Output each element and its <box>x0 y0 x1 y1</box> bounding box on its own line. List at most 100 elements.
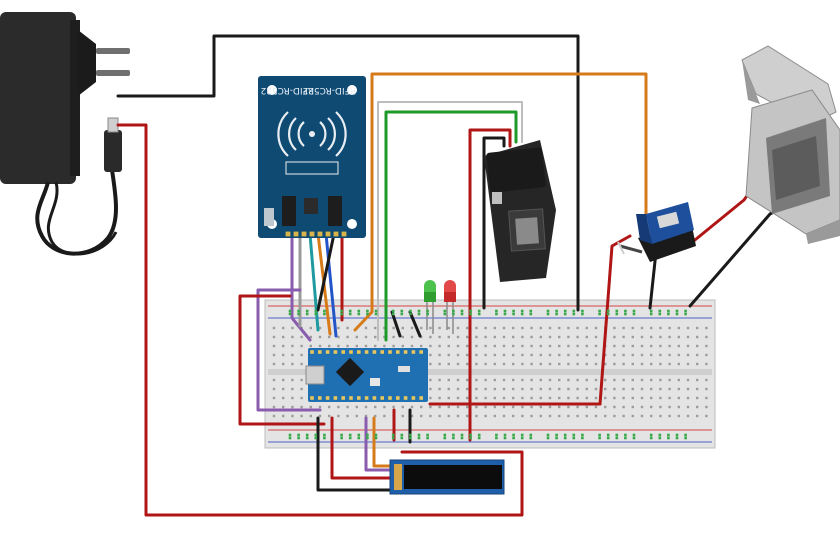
breadboard-hole <box>530 378 533 382</box>
breadboard-hole <box>475 326 478 330</box>
wire-black-led <box>390 310 402 338</box>
breadboard-rail-hole <box>409 309 412 313</box>
breadboard-hole <box>548 353 552 357</box>
breadboard-hole <box>539 414 542 418</box>
breadboard-rail-hole <box>649 433 653 437</box>
breadboard-rail-hole <box>409 436 412 440</box>
breadboard-hole <box>650 387 653 391</box>
breadboard-hole <box>502 378 506 382</box>
breadboard-hole <box>475 353 478 357</box>
breadboard-hole <box>429 378 432 382</box>
breadboard-hole <box>668 362 671 366</box>
breadboard-rail-hole <box>563 433 567 437</box>
breadboard-hole <box>548 362 552 366</box>
wire-oled-black <box>316 416 394 492</box>
breadboard-hole <box>558 405 561 409</box>
breadboard-hole <box>594 344 598 348</box>
breadboard-hole <box>512 344 515 348</box>
rfid-pin <box>325 231 331 237</box>
breadboard-hole <box>282 414 285 418</box>
breadboard-rail-hole <box>366 309 369 313</box>
breadboard-rail-hole <box>555 433 558 437</box>
breadboard-hole <box>705 414 708 418</box>
breadboard-hole <box>282 335 285 339</box>
rfid-pin <box>309 231 315 237</box>
breadboard-rail-hole <box>460 433 464 437</box>
breadboard-hole <box>502 353 506 357</box>
breadboard-hole <box>622 344 625 348</box>
breadboard-rail-hole <box>348 312 352 316</box>
breadboard-hole <box>622 414 625 418</box>
breadboard-hole <box>456 362 460 366</box>
breadboard-hole <box>456 378 460 382</box>
breadboard-hole <box>272 362 276 366</box>
breadboard-hole <box>512 396 515 400</box>
breadboard-hole <box>640 362 644 366</box>
breadboard-rail-hole <box>675 309 679 313</box>
breadboard-rail-hole <box>469 312 472 316</box>
breadboard-rail-hole <box>512 433 515 437</box>
breadboard-hole <box>512 335 515 339</box>
breadboard-rail-hole <box>323 433 326 437</box>
breadboard-rail-hole <box>366 312 369 316</box>
breadboard-rail-hole <box>443 433 447 437</box>
breadboard-hole <box>392 335 395 339</box>
breadboard-hole <box>696 353 699 357</box>
breadboard-hole <box>576 353 579 357</box>
breadboard-hole <box>502 387 506 391</box>
breadboard-rail-hole <box>598 312 601 316</box>
breadboard-hole <box>677 326 680 330</box>
breadboard-hole <box>567 414 570 418</box>
breadboard-rail-hole <box>305 312 309 316</box>
breadboard-hole <box>364 405 368 409</box>
breadboard-hole <box>291 326 294 330</box>
breadboard-hole <box>410 335 414 339</box>
breadboard-hole <box>705 387 708 391</box>
breadboard-hole <box>659 344 662 348</box>
breadboard-rail-hole <box>546 312 550 316</box>
breadboard-hole <box>282 396 285 400</box>
breadboard-rail-hole <box>417 433 421 437</box>
nano-pin <box>333 396 338 400</box>
breadboard-hole <box>705 362 708 366</box>
nano-pin <box>396 396 400 400</box>
breadboard-rail-hole <box>658 312 662 316</box>
nano-pin <box>357 396 361 400</box>
breadboard-hole <box>539 396 542 400</box>
breadboard-rail-hole <box>374 312 378 316</box>
breadboard-rail-hole <box>314 309 318 313</box>
nano-pin <box>419 396 423 400</box>
breadboard-rail-hole <box>684 436 687 440</box>
breadboard-rail-hole <box>323 309 326 313</box>
breadboard-rail-hole <box>512 312 515 316</box>
breadboard-hole <box>631 396 634 400</box>
rfid-label-left: RFID-RC522 <box>260 85 314 95</box>
breadboard-hole <box>613 387 616 391</box>
breadboard-hole <box>466 344 469 348</box>
breadboard-hole <box>576 326 579 330</box>
breadboard-hole <box>429 387 432 391</box>
breadboard-rail-hole <box>615 309 619 313</box>
breadboard-rail-hole <box>598 309 601 313</box>
breadboard-rail-hole <box>452 436 455 440</box>
breadboard-rail-hole <box>555 309 558 313</box>
wire-rfid-purple <box>290 232 312 342</box>
breadboard-rail-hole <box>495 433 498 437</box>
breadboard-rail-hole <box>563 436 567 440</box>
breadboard-hole <box>466 353 469 357</box>
breadboard-hole <box>300 344 303 348</box>
breadboard-rail-hole <box>606 312 610 316</box>
breadboard-rail-hole <box>357 309 361 313</box>
breadboard-hole <box>659 387 662 391</box>
breadboard-hole <box>650 405 653 409</box>
breadboard-hole <box>650 362 653 366</box>
breadboard-rail-hole <box>632 309 636 313</box>
breadboard-hole <box>585 344 588 348</box>
breadboard-hole <box>282 378 285 382</box>
breadboard-hole <box>447 362 450 366</box>
breadboard-hole <box>466 387 469 391</box>
breadboard-hole <box>429 344 432 348</box>
breadboard-hole <box>622 326 625 330</box>
breadboard-hole <box>585 353 588 357</box>
breadboard-hole <box>512 378 515 382</box>
